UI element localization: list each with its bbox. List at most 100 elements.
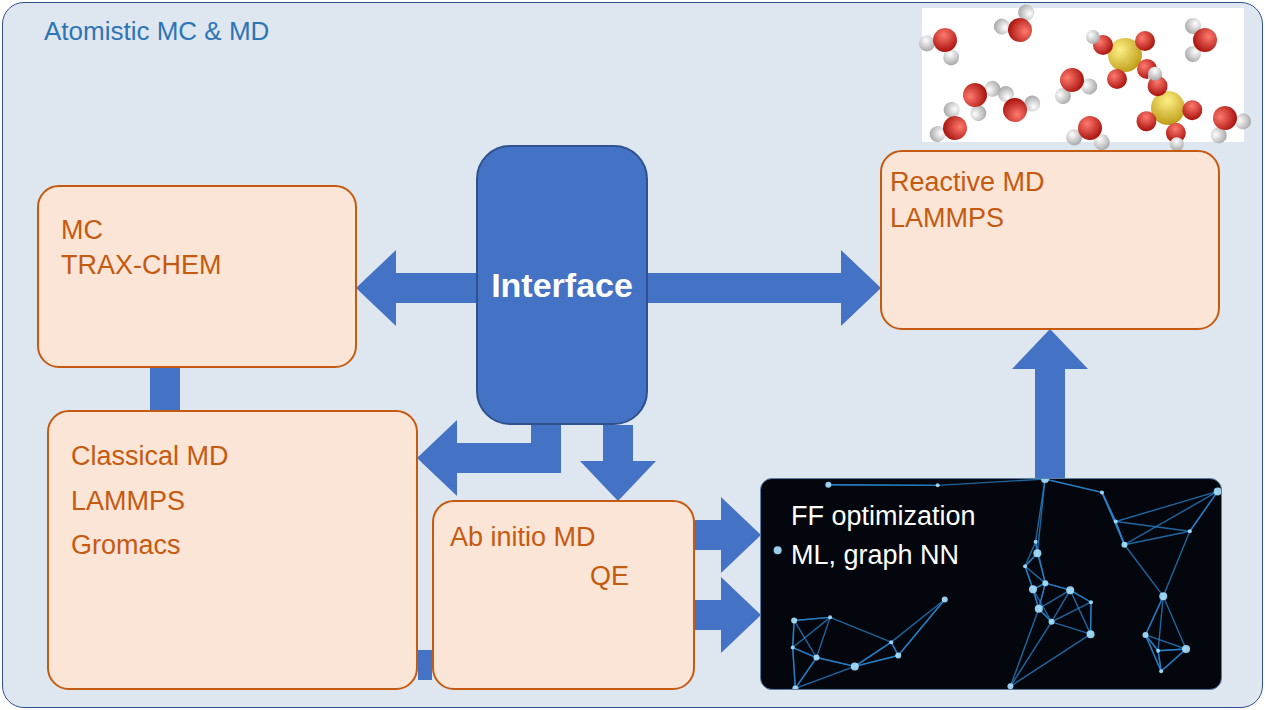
network-link (828, 484, 937, 486)
box-heading: Reactive MD (890, 164, 1045, 200)
network-link (793, 648, 817, 658)
connector-bar (150, 368, 180, 410)
block-arrow (695, 600, 721, 630)
network-link (816, 658, 854, 667)
network-link (1158, 651, 1161, 672)
network-link (1070, 590, 1091, 602)
network-link (891, 642, 898, 655)
box-heading: Classical MD (71, 434, 229, 479)
block-arrow (396, 273, 476, 303)
network-link (1102, 492, 1116, 521)
process-box: Ab initio MDQE (432, 500, 695, 690)
network-node (889, 640, 893, 644)
interface-box: Interface (476, 145, 648, 425)
network-link (1163, 531, 1190, 596)
network-node (936, 483, 940, 487)
connector-bar (418, 650, 432, 680)
network-link (793, 648, 796, 689)
network-link (793, 620, 794, 647)
network-link (1010, 609, 1038, 687)
network-link (828, 484, 937, 486)
network-node (1023, 564, 1027, 568)
network-link (1124, 545, 1163, 596)
network-link (938, 479, 1045, 485)
network-node (1087, 630, 1095, 638)
network-link (1124, 531, 1189, 544)
network-node (851, 662, 859, 670)
network-link (1033, 589, 1039, 608)
box-text: LAMMPS (71, 479, 185, 524)
network-node (1159, 592, 1167, 600)
process-box: Reactive MDLAMMPS (880, 150, 1220, 330)
network-link (1116, 521, 1125, 544)
network-link (793, 620, 794, 647)
process-box: MCTRAX-CHEM (37, 185, 357, 368)
network-link (1116, 491, 1218, 521)
network-node (774, 546, 782, 554)
network-link (794, 620, 816, 657)
box-heading: Ab initio MD (450, 518, 596, 557)
network-link (1025, 553, 1037, 566)
network-node (1156, 649, 1160, 653)
network-node (1188, 529, 1192, 533)
network-node (791, 646, 795, 650)
network-link (1036, 542, 1038, 553)
network-node (1142, 632, 1148, 638)
network-link (1145, 635, 1161, 671)
network-node (792, 685, 798, 689)
network-node (1089, 600, 1093, 604)
network-link (1045, 479, 1102, 492)
network-link (1025, 566, 1033, 589)
box-text: TRAX-CHEM (61, 248, 222, 283)
network-link (1145, 635, 1158, 651)
network-node (813, 655, 819, 661)
network-link (891, 599, 945, 642)
network-node (1100, 490, 1104, 494)
process-box: Classical MDLAMMPSGromacs (47, 410, 418, 690)
network-node (1035, 605, 1043, 613)
network-link (1145, 596, 1163, 635)
network-link (1145, 635, 1186, 649)
network-link (1036, 479, 1045, 542)
network-link (1052, 622, 1091, 634)
network-link (793, 648, 817, 658)
network-link (1033, 583, 1045, 589)
network-link (1145, 596, 1163, 635)
network-link (855, 655, 898, 666)
network-link (793, 648, 796, 689)
block-arrow (648, 273, 841, 303)
network-link (816, 658, 854, 667)
network-link (795, 658, 816, 689)
box-text: LAMMPS (890, 200, 1004, 236)
network-link (1158, 649, 1186, 651)
network-node (1159, 669, 1163, 673)
network-node (1029, 585, 1037, 593)
network-node (791, 617, 797, 623)
box-text: QE (590, 557, 629, 596)
network-link (816, 617, 830, 657)
network-link (1124, 491, 1217, 544)
network-node (1049, 619, 1055, 625)
network-node (1121, 542, 1127, 548)
network-link (1039, 609, 1052, 622)
network-node (942, 596, 948, 602)
network-link (1025, 553, 1037, 566)
network-node (1042, 580, 1048, 586)
box-heading: Interface (491, 265, 633, 306)
network-link (855, 655, 898, 666)
network-link (1070, 590, 1091, 602)
network-link (1010, 634, 1090, 686)
network-link (1039, 590, 1070, 609)
network-link (1033, 589, 1052, 622)
network-link (794, 617, 830, 620)
network-link (1025, 566, 1033, 589)
network-link (891, 642, 898, 655)
network-link (1190, 491, 1218, 531)
box-text: Gromacs (71, 523, 181, 568)
block-arrow (695, 520, 721, 550)
network-link (855, 642, 891, 666)
network-link (1036, 542, 1038, 553)
network-node (1114, 519, 1118, 523)
network-node (1007, 683, 1013, 689)
